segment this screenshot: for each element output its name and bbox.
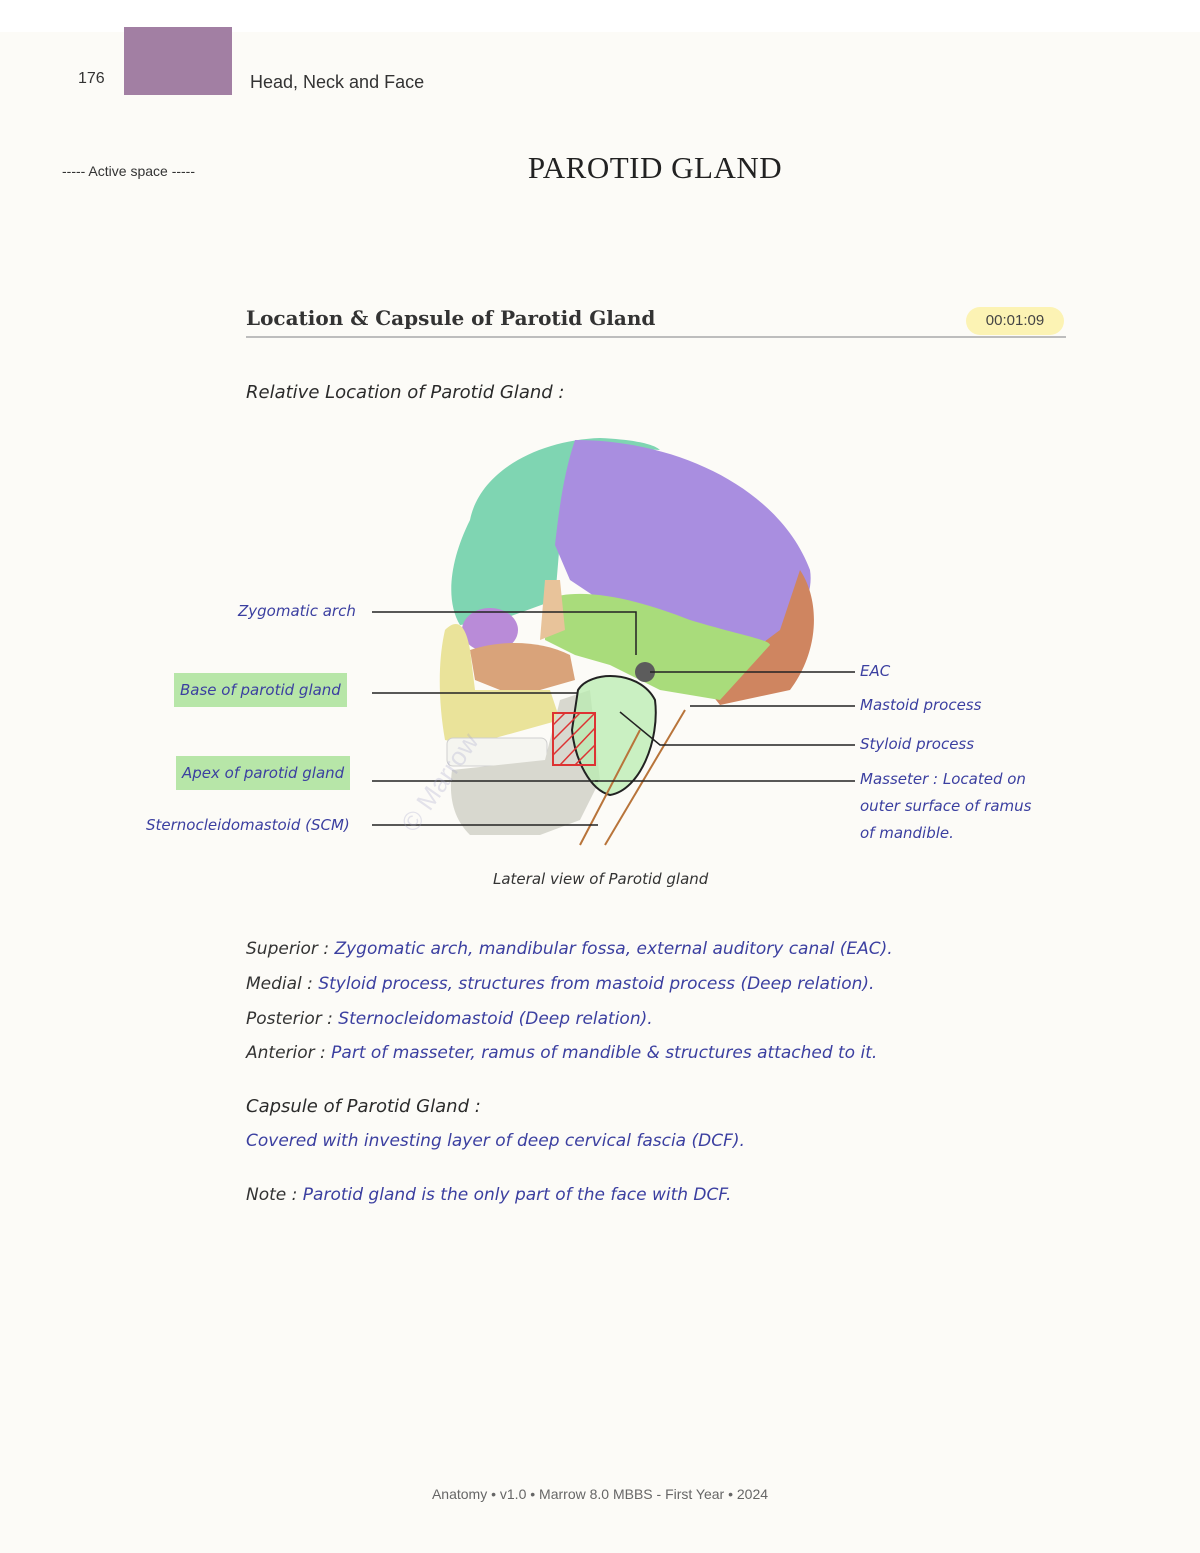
note-text: Parotid gland is the only part of the fa…	[302, 1185, 732, 1205]
page-footer: Anatomy • v1.0 • Marrow 8.0 MBBS - First…	[431, 1486, 769, 1502]
relation-anterior: Anterior : Part of masseter, ramus of ma…	[246, 1043, 877, 1063]
relation-term: Posterior :	[246, 1009, 333, 1029]
leader-zygomatic	[372, 611, 637, 655]
mandible	[450, 690, 600, 835]
parietal-bone	[555, 440, 811, 650]
relation-posterior: Posterior : Sternocleidomastoid (Deep re…	[246, 1009, 653, 1029]
capsule-heading: Capsule of Parotid Gland :	[246, 1096, 481, 1117]
zygomatic-bone	[470, 643, 575, 690]
relation-text: Zygomatic arch, mandibular fossa, extern…	[334, 939, 893, 959]
note-term: Note :	[246, 1185, 298, 1205]
relation-text: Part of masseter, ramus of mandible & st…	[331, 1043, 878, 1063]
page-title: PAROTID GLAND	[527, 150, 783, 185]
top-margin	[0, 0, 1200, 32]
orbit	[462, 608, 518, 652]
label-masseter-line3: of mandible.	[860, 824, 954, 842]
label-apex-of-parotid: Apex of parotid gland	[176, 756, 351, 790]
label-mastoid-process: Mastoid process	[860, 696, 982, 714]
figure-caption: Lateral view of Parotid gland	[493, 870, 709, 888]
relation-medial: Medial : Styloid process, structures fro…	[246, 974, 874, 994]
scm-line-2	[604, 709, 686, 846]
relation-term: Medial :	[246, 974, 313, 994]
eac-opening	[635, 662, 655, 682]
label-styloid-process: Styloid process	[860, 735, 975, 753]
section-heading: Location & Capsule of Parotid Gland	[246, 306, 656, 330]
label-zygomatic-arch: Zygomatic arch	[238, 602, 356, 620]
label-eac: EAC	[860, 662, 891, 680]
label-masseter-line1: Masseter : Located on	[860, 770, 1026, 788]
label-base-of-parotid: Base of parotid gland	[174, 673, 347, 707]
relation-term: Superior :	[246, 939, 330, 959]
active-space-label: ----- Active space -----	[62, 163, 195, 179]
label-masseter-line2: outer surface of ramus	[860, 797, 1032, 815]
section-divider	[246, 336, 1066, 338]
scm-line-1	[579, 729, 641, 846]
label-scm: Sternocleidomastoid (SCM)	[146, 816, 350, 834]
relation-superior: Superior : Zygomatic arch, mandibular fo…	[246, 939, 893, 959]
capsule-note: Note : Parotid gland is the only part of…	[246, 1185, 731, 1205]
temporal-bone	[545, 593, 770, 700]
sphenoid-bone	[540, 580, 565, 640]
leader-styloid	[619, 711, 855, 746]
chapter-color-tab	[124, 27, 232, 95]
video-timestamp-badge[interactable]: 00:01:09	[966, 307, 1064, 335]
capsule-text: Covered with investing layer of deep cer…	[246, 1131, 745, 1151]
masseter-hatching	[552, 712, 596, 766]
relation-text: Styloid process, structures from mastoid…	[318, 974, 875, 994]
relation-text: Sternocleidomastoid (Deep relation).	[338, 1009, 653, 1029]
frontal-bone	[451, 438, 660, 625]
page-number: 176	[78, 70, 105, 87]
running-head: Head, Neck and Face	[250, 72, 425, 92]
relative-location-heading: Relative Location of Parotid Gland :	[246, 382, 565, 403]
relation-term: Anterior :	[246, 1043, 326, 1063]
maxilla	[439, 624, 560, 745]
